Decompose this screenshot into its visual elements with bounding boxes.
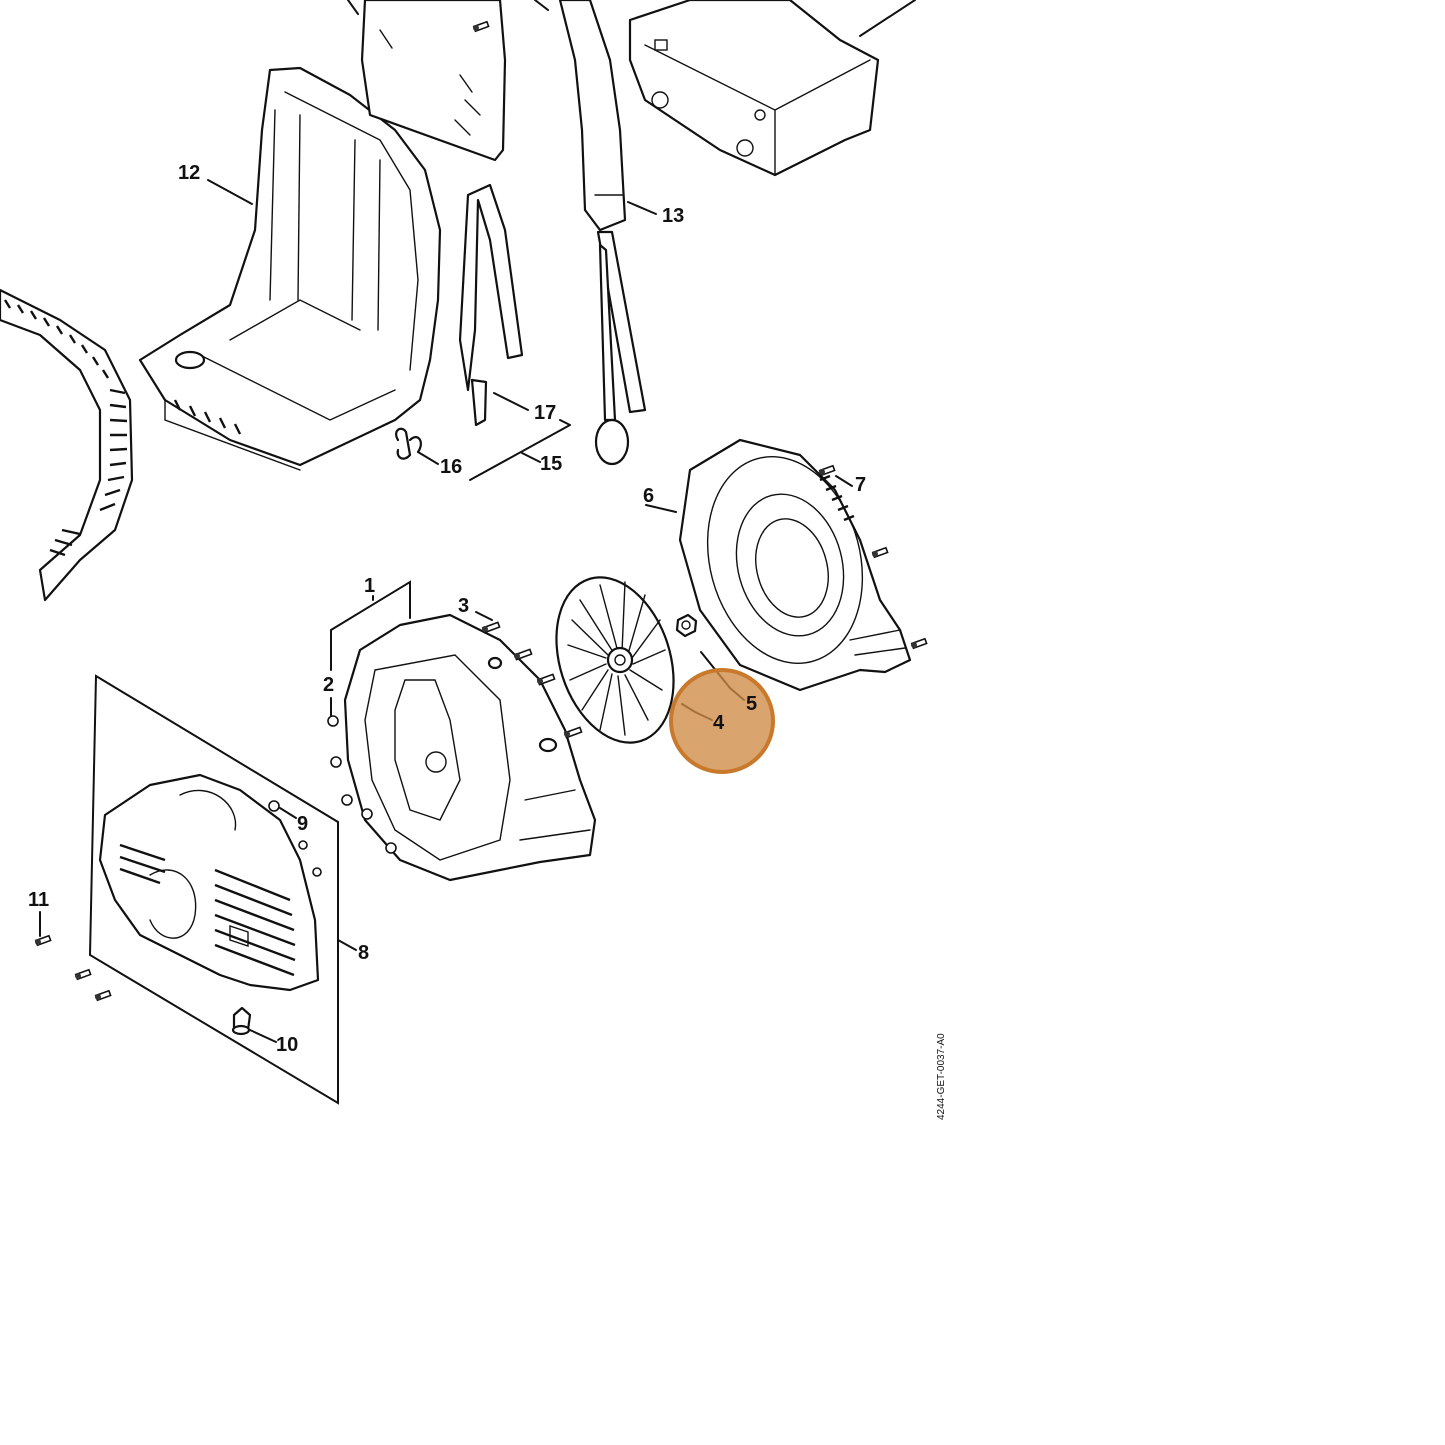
screw-11b xyxy=(74,968,92,981)
nut-2d xyxy=(361,808,373,820)
callout-17: 17 xyxy=(534,402,556,424)
side-grille xyxy=(0,288,134,602)
highlight-circle xyxy=(669,668,775,774)
screw-3b xyxy=(513,648,533,661)
screws xyxy=(34,20,928,1002)
fan-cover xyxy=(678,438,912,692)
callout-4: 4 xyxy=(713,712,725,734)
nut-2c xyxy=(341,794,353,806)
nut-9a xyxy=(268,800,280,812)
screw-3c xyxy=(536,673,556,686)
callout-labels: 1 2 3 4 5 6 7 8 9 10 11 12 13 15 16 17 xyxy=(28,162,866,1056)
screw-7c xyxy=(910,637,928,650)
screw-top xyxy=(472,20,490,33)
leader-lines xyxy=(39,0,916,1105)
screw-7a xyxy=(818,464,836,477)
nut xyxy=(675,613,698,638)
shoulder-strap xyxy=(558,0,647,466)
nut-9c xyxy=(312,867,322,877)
nut-2e xyxy=(385,842,397,854)
callout-13: 13 xyxy=(662,205,684,227)
callout-9: 9 xyxy=(297,813,308,835)
grommet xyxy=(231,1006,252,1036)
screw-7b xyxy=(871,546,889,559)
nut-2b xyxy=(330,756,342,768)
fan-impeller xyxy=(555,576,675,744)
callout-16: 16 xyxy=(440,456,462,478)
chest-strap xyxy=(458,183,524,427)
callout-10: 10 xyxy=(276,1034,298,1056)
fan-housing xyxy=(343,613,597,882)
back-pad xyxy=(360,0,507,162)
nut-2a xyxy=(327,715,339,727)
screw-3d xyxy=(563,726,583,739)
document-id: 4244-GET-0037-A0 xyxy=(936,1033,947,1120)
callout-3: 3 xyxy=(458,595,469,617)
battery-box xyxy=(628,0,880,177)
callout-5: 5 xyxy=(746,693,757,715)
engine-shroud xyxy=(98,773,320,992)
callout-12: 12 xyxy=(178,162,200,184)
nut-9b xyxy=(298,840,308,850)
callout-6: 6 xyxy=(643,485,654,507)
callout-7: 7 xyxy=(855,474,866,496)
backpack-frame xyxy=(138,66,442,471)
callout-11: 11 xyxy=(28,889,49,911)
callout-8: 8 xyxy=(358,942,369,964)
screw-3a xyxy=(481,621,501,634)
callout-2: 2 xyxy=(323,674,334,696)
screw-11c xyxy=(94,989,112,1002)
screw-11a xyxy=(34,934,52,947)
hanger-clip xyxy=(395,427,422,460)
callout-15: 15 xyxy=(540,453,562,475)
callout-1: 1 xyxy=(364,575,375,597)
